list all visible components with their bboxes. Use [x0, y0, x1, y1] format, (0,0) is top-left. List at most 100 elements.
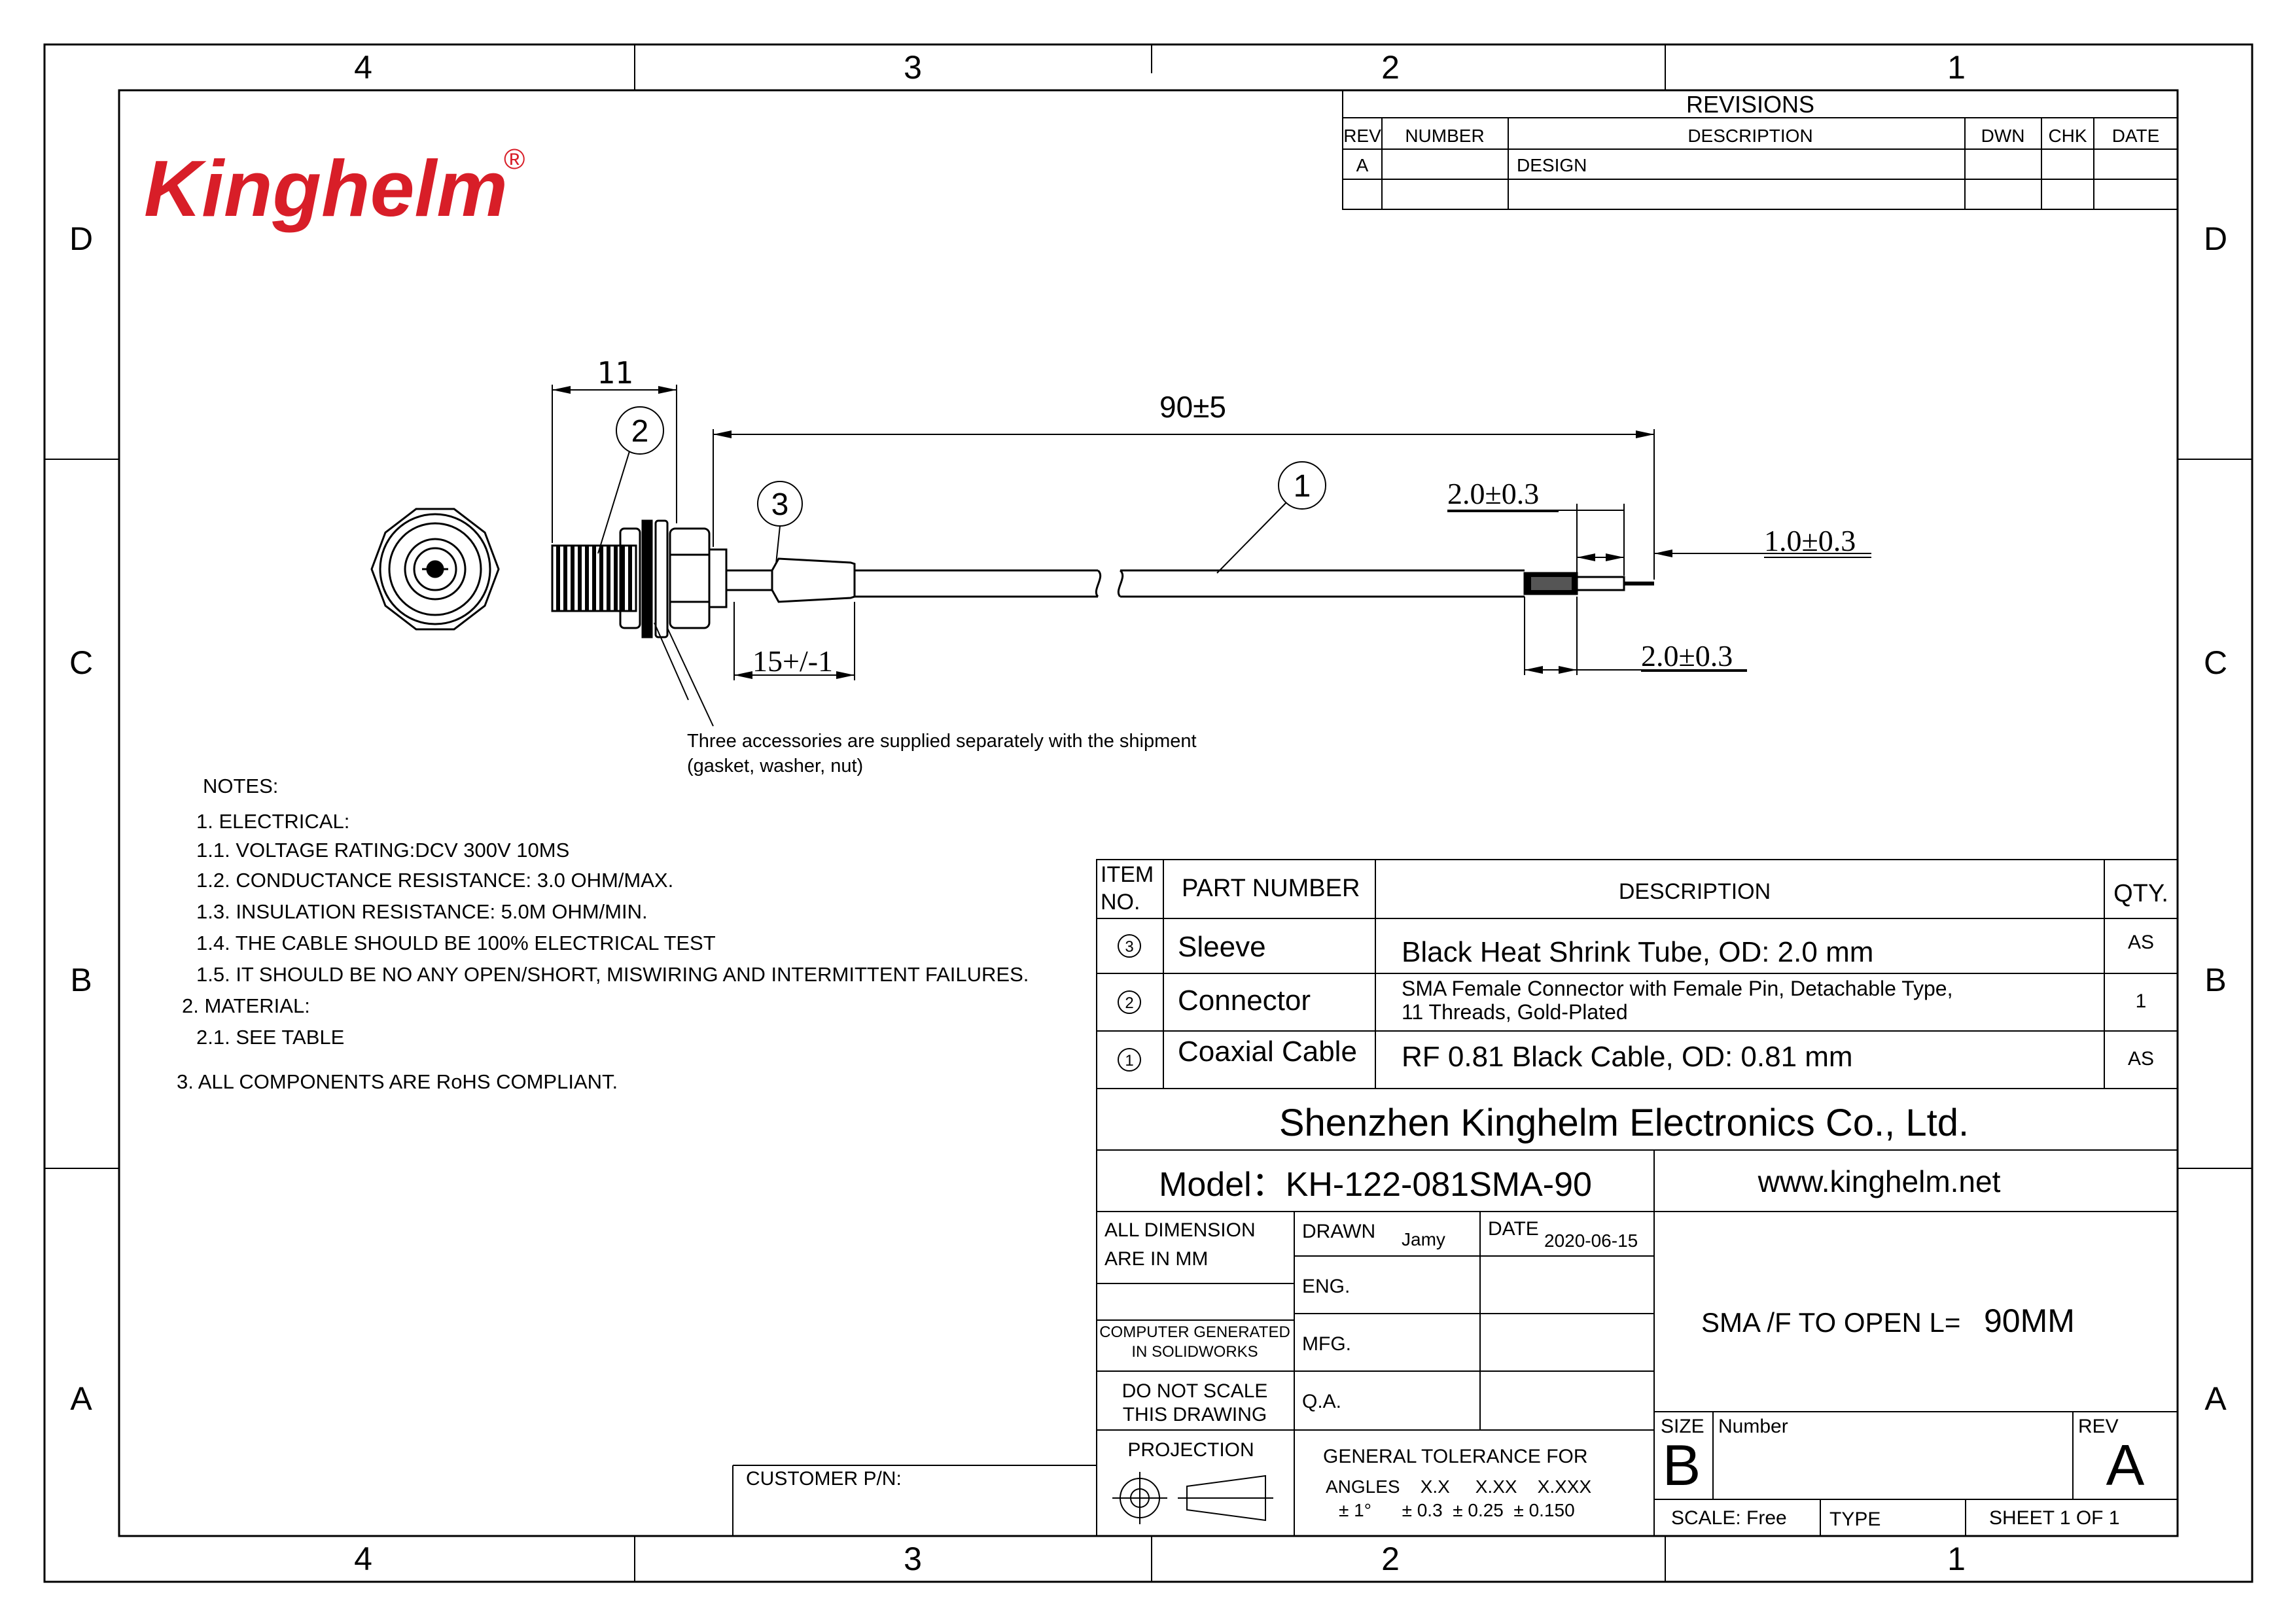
all-dimension-label: ALL DIMENSION [1104, 1219, 1256, 1241]
note-line: 2. MATERIAL: [182, 994, 310, 1017]
type-label: TYPE [1829, 1509, 1881, 1530]
tolerance-row-2: ± 1° ± 0.3 ± 0.25 ± 0.150 [1339, 1500, 1575, 1520]
accessory-note-line2: (gasket, washer, nut) [687, 756, 863, 777]
row-label-left-c: C [69, 644, 93, 681]
do-not-scale-label-2: THIS DRAWING [1123, 1404, 1267, 1425]
col-label-top-2: 2 [1381, 49, 1400, 86]
balloon-1-label: 1 [1294, 469, 1311, 504]
bom-row-item: 2 [1125, 994, 1133, 1012]
balloon-2 [616, 406, 664, 455]
bom-header-item-1: ITEM [1101, 862, 1154, 887]
rev-header-date: DATE [2112, 126, 2160, 146]
row-label-left-d: D [69, 220, 93, 257]
bom-header-qty: QTY. [2113, 880, 2168, 907]
date-label: DATE [1488, 1218, 1539, 1240]
accessory-note-line1: Three accessories are supplied separatel… [687, 731, 1197, 752]
col-label-bottom-4: 4 [354, 1541, 372, 1577]
rev-row-description: DESIGN [1517, 155, 1587, 175]
bom-row-item: 3 [1125, 938, 1133, 956]
bom-row-description: Black Heat Shrink Tube, OD: 2.0 mm [1402, 936, 1873, 968]
bom-header-description: DESCRIPTION [1619, 879, 1771, 904]
coaxial-cable [855, 569, 1654, 598]
note-line: 2.1. SEE TABLE [196, 1026, 344, 1049]
bill-of-materials: ITEM NO. PART NUMBER DESCRIPTION QTY. 3 … [1096, 859, 2178, 1089]
drawn-value: Jamy [1402, 1229, 1445, 1249]
projection-label: PROJECTION [1127, 1439, 1254, 1461]
computer-generated-label-2: IN SOLIDWORKS [1131, 1343, 1258, 1361]
col-label-bottom-1: 1 [1947, 1541, 1966, 1577]
bom-row-part: Connector [1178, 985, 1311, 1017]
bom-row-part: Sleeve [1178, 931, 1266, 963]
bom-row-qty: 1 [2136, 990, 2147, 1012]
title-block: Shenzhen Kinghelm Electronics Co., Ltd. … [732, 1088, 2178, 1537]
dim-2b-label: 2.0±0.3 [1641, 639, 1733, 672]
drawn-label: DRAWN [1302, 1221, 1375, 1242]
bom-header-part: PART NUMBER [1182, 875, 1360, 902]
bom-row-description: RF 0.81 Black Cable, OD: 0.81 mm [1402, 1041, 1853, 1073]
balloon-2-label: 2 [631, 414, 649, 449]
dim-90-label: 90±5 [1159, 390, 1226, 424]
drawing-title: SMA /F TO OPEN L= [1701, 1307, 1960, 1338]
revisions-table: REVISIONS REV NUMBER DESCRIPTION DWN CHK… [1342, 90, 2178, 210]
note-line: 1.1. VOLTAGE RATING:DCV 300V 10MS [196, 839, 569, 862]
col-label-bottom-3: 3 [904, 1541, 922, 1577]
do-not-scale-label: DO NOT SCALE [1122, 1380, 1268, 1402]
rev-header-dwn: DWN [1981, 126, 2025, 146]
scale-label: SCALE: Free [1671, 1507, 1787, 1529]
col-label-top-1: 1 [1947, 49, 1966, 86]
assembly-drawing: 11 90±5 2.0±0.3 1.0±0.3 2.0±0.3 15+/-1 2 [370, 355, 1871, 777]
notes-block: NOTES: 1. ELECTRICAL: 1.1. VOLTAGE RATIN… [177, 775, 1029, 1093]
qa-label: Q.A. [1302, 1391, 1341, 1412]
revisions-title: REVISIONS [1686, 91, 1814, 118]
connector-side-view [551, 519, 856, 638]
bom-row-description: SMA Female Connector with Female Pin, De… [1402, 977, 1952, 1000]
note-line: 1.4. THE CABLE SHOULD BE 100% ELECTRICAL… [196, 932, 716, 954]
frame-labels: 4 3 2 1 4 3 2 1 D C B A D C B A [69, 49, 2227, 1577]
company-name: Shenzhen Kinghelm Electronics Co., Ltd. [1279, 1102, 1969, 1144]
all-dimension-label-2: ARE IN MM [1104, 1248, 1208, 1270]
rev-label: REV [2078, 1416, 2119, 1437]
website: www.kinghelm.net [1757, 1164, 2001, 1198]
connector-front-view [370, 508, 500, 631]
projection-symbol-icon [1112, 1472, 1273, 1524]
date-value: 2020-06-15 [1544, 1230, 1638, 1251]
rev-header-rev: REV [1343, 126, 1381, 146]
bom-header-item-2: NO. [1101, 890, 1140, 915]
dimension-arrows [552, 386, 1672, 679]
row-label-right-d: D [2204, 220, 2227, 257]
sheet-label: SHEET 1 OF 1 [1989, 1507, 2120, 1529]
bom-row-part: Coaxial Cable [1178, 1036, 1357, 1068]
bom-row-qty: AS [2128, 1048, 2154, 1070]
row-label-right-c: C [2204, 644, 2227, 681]
drawing-title-length: 90MM [1984, 1302, 2075, 1339]
note-line: 3. ALL COMPONENTS ARE RoHS COMPLIANT. [177, 1070, 618, 1093]
note-line: 1. ELECTRICAL: [196, 810, 349, 833]
dim-15-label: 15+/-1 [752, 644, 833, 678]
mfg-label: MFG. [1302, 1333, 1351, 1355]
logo-wordmark: Kinghelm [144, 144, 508, 233]
dimension-lines [552, 385, 1871, 680]
logo-registered-mark: ® [504, 143, 525, 175]
row-label-left-a: A [70, 1380, 92, 1417]
row-label-right-a: A [2204, 1380, 2227, 1417]
bom-row-item: 1 [1125, 1052, 1133, 1070]
note-line: 1.5. IT SHOULD BE NO ANY OPEN/SHORT, MIS… [196, 963, 1029, 986]
bom-row-description-2: 11 Threads, Gold-Plated [1402, 1000, 1628, 1024]
col-label-bottom-2: 2 [1381, 1541, 1400, 1577]
dim-1-label: 1.0±0.3 [1764, 524, 1856, 557]
rev-value: A [2106, 1433, 2145, 1497]
row-label-right-b: B [2204, 962, 2226, 998]
col-label-top-3: 3 [904, 49, 922, 86]
size-label: SIZE [1661, 1416, 1704, 1437]
balloon-1 [1278, 461, 1326, 510]
balloon-3-label: 3 [771, 487, 789, 522]
rev-header-chk: CHK [2048, 126, 2087, 146]
number-label: Number [1718, 1416, 1788, 1437]
size-value: B [1663, 1433, 1701, 1497]
eng-label: ENG. [1302, 1276, 1350, 1297]
model-number: Model：KH-122-081SMA-90 [1159, 1166, 1592, 1204]
note-line: 1.2. CONDUCTANCE RESISTANCE: 3.0 OHM/MAX… [196, 869, 673, 892]
rev-header-description: DESCRIPTION [1687, 126, 1812, 146]
callout-balloons [597, 406, 1326, 727]
